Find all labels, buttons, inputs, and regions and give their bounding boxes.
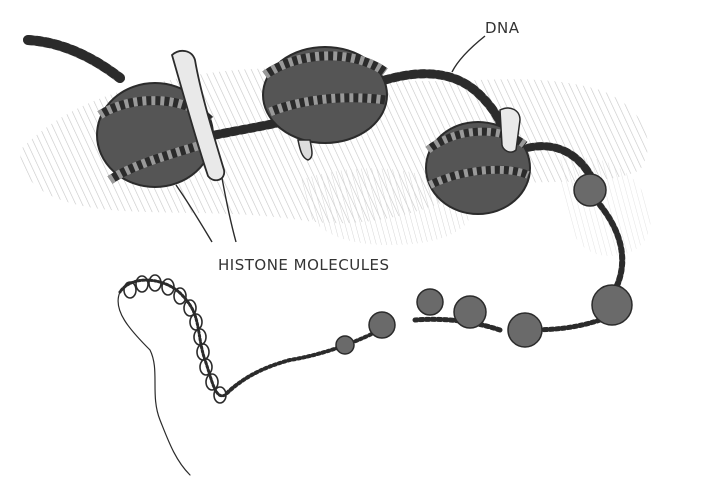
dna-label: DNA <box>485 19 520 37</box>
histone-molecules-label: HISTONE MOLECULES <box>218 256 390 274</box>
